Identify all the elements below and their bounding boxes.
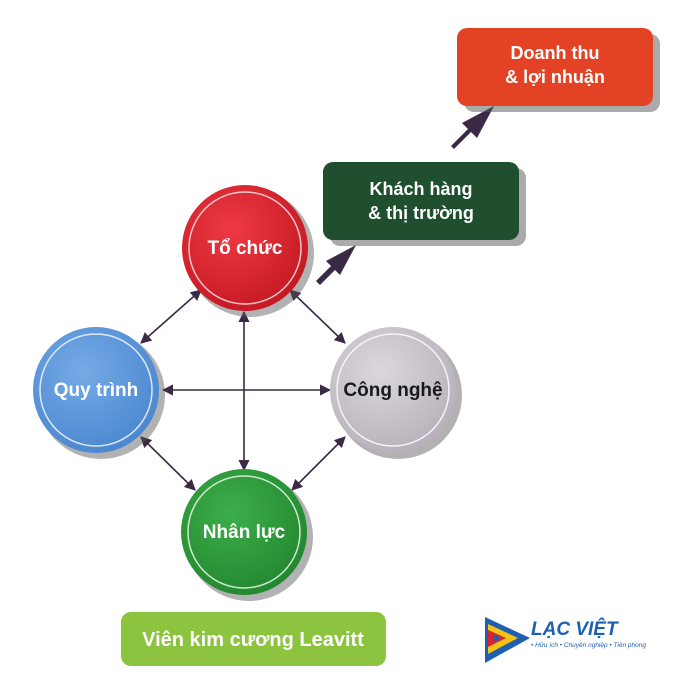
node-label-nhan-luc: Nhân lực <box>203 522 286 543</box>
outcome-revenue-profit: Doanh thu & lợi nhuận <box>457 28 660 112</box>
outcome-revenue-line2: & lợi nhuận <box>505 67 605 87</box>
logo-tagline: • Hữu ích • Chuyên nghiệp • Tiên phong <box>531 642 646 649</box>
connector-cong-nghe-nhan-luc <box>291 436 346 491</box>
outcome-revenue-line1: Doanh thu <box>511 43 600 63</box>
connectors <box>140 289 346 491</box>
outcome-customers-market: Khách hàng & thị trường <box>323 162 526 246</box>
node-label-to-chuc: Tổ chức <box>208 238 283 259</box>
logo-brand: LẠC VIỆT <box>531 618 619 640</box>
outcome-customers-line1: Khách hàng <box>369 179 472 199</box>
flow-arrow-to-customers <box>316 245 356 285</box>
node-nhan-luc: Nhân lực <box>181 469 313 601</box>
node-label-cong-nghe: Công nghệ <box>343 380 442 401</box>
connector-quy-trinh-nhan-luc <box>140 436 196 491</box>
lac-viet-logo-mark-icon <box>485 617 530 663</box>
caption-text: Viên kim cương Leavitt <box>142 629 364 651</box>
node-to-chuc: Tổ chức <box>182 185 314 317</box>
flow-arrow-to-revenue <box>451 106 494 149</box>
connector-to-chuc-cong-nghe <box>289 289 346 344</box>
node-label-quy-trinh: Quy trình <box>54 380 138 401</box>
outcome-customers-line2: & thị trường <box>368 203 474 223</box>
lac-viet-logo: LẠC VIỆT • Hữu ích • Chuyên nghiệp • Tiê… <box>485 617 646 663</box>
connector-to-chuc-quy-trinh <box>140 289 202 344</box>
node-quy-trinh: Quy trình <box>33 327 165 459</box>
node-cong-nghe: Công nghệ <box>330 327 462 459</box>
caption-badge: Viên kim cương Leavitt <box>121 612 386 666</box>
